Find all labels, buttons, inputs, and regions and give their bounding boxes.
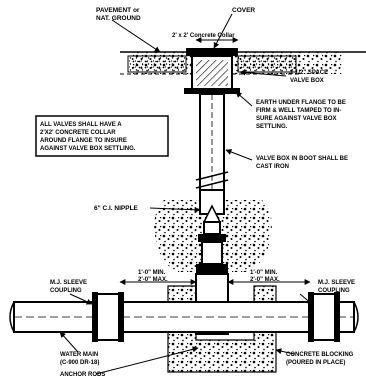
note-line3: AROUND FLANGE TO INSURE — [40, 138, 127, 144]
space-label-line2: VALVE BOX — [290, 78, 324, 84]
dimension-lines — [119, 37, 311, 285]
concrete-label-line1: CONCRETE BLOCKING — [286, 352, 354, 358]
valve-box-cover — [184, 48, 240, 94]
mj-right-label-line1: M.J. SLEEVE — [318, 280, 355, 286]
collar-dimension-label: 2' x 2' Concrete Collar — [172, 33, 235, 39]
mj-sleeve-coupling-left — [92, 292, 124, 342]
valve-box-shaft — [195, 93, 229, 191]
ground-surface — [120, 51, 366, 75]
earth-label-line3: SURE AGAINST VALVE BOX — [256, 116, 337, 122]
mj-left-label-line1: M.J. SLEEVE — [50, 280, 87, 286]
note-line1: ALL VALVES SHALL HAVE A — [40, 122, 122, 128]
dim-right-label-line2: 2'-0" MAX. — [250, 277, 280, 283]
nipple-label: 6" C.I. NIPPLE — [94, 205, 139, 212]
cover-label: COVER — [232, 7, 255, 14]
note-box — [35, 115, 169, 157]
earth-label-line1: EARTH UNDER FLANGE TO BE — [256, 100, 346, 106]
water-main-pipe — [9, 301, 359, 333]
dim-left-label-line2: 2'-0" MAX. — [138, 277, 168, 283]
anchor-rods-label: ANCHOR RODS — [60, 372, 105, 378]
valve-box-label-line2: CAST IRON — [256, 164, 289, 170]
dim-right-label-line1: 1'-0" MIN. — [250, 270, 278, 276]
valve-box-label-line1: VALVE BOX IN BOOT SHALL BE — [256, 156, 348, 162]
mj-left-label-line2: COUPLING — [50, 288, 82, 294]
earth-label-line2: FIRM & WELL TAMPED TO IN- — [256, 108, 341, 114]
note-line2: 2'X2' CONCRETE COLLAR — [40, 130, 116, 136]
leader-lines — [59, 13, 313, 375]
water-main-label-line2: (C-900 DR-18) — [60, 360, 99, 366]
pavement-label-line2: NAT. GROUND — [96, 15, 141, 22]
pavement-label-line1: PAVEMENT or — [96, 7, 140, 14]
earth-label-line4: SETTLING. — [256, 124, 288, 130]
water-main-label-line1: WATER MAIN — [60, 352, 98, 358]
dim-left-label-line1: 1'-0" MIN. — [138, 270, 166, 276]
mj-right-label-line2: COUPLING — [318, 288, 350, 294]
note-line4: AGAINST VALVE BOX SETTLING. — [40, 146, 136, 152]
mj-sleeve-coupling-right — [308, 292, 340, 342]
space-label-line1: 1 1/2" SPACE — [290, 70, 328, 76]
concrete-label-line2: (POURED IN PLACE) — [286, 360, 345, 366]
